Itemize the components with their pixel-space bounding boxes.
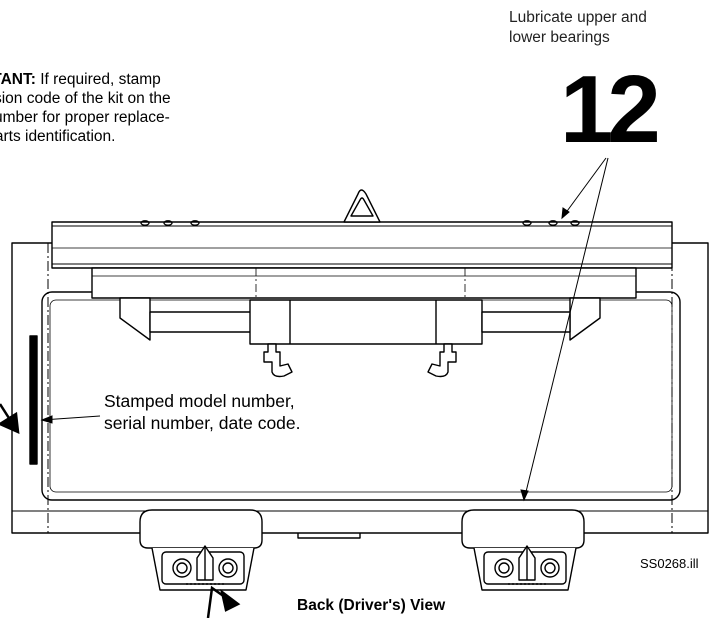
important-note: ORTANT: If required, stamp revision code … <box>0 70 269 146</box>
lift-handle <box>343 189 381 223</box>
latch-right <box>461 509 585 549</box>
left-bracket <box>119 297 151 341</box>
callout-number: 12 <box>560 56 661 163</box>
note-lead: ORTANT: <box>0 71 36 88</box>
top-bar <box>51 221 673 269</box>
lubricate-label: Lubricate upper and lower bearings <box>509 8 719 48</box>
lower-beam <box>91 267 637 299</box>
stamp-line-2: serial number, date code. <box>104 413 301 433</box>
drawing-ref: SS0268.ill <box>640 556 699 571</box>
note-line-3: al number for proper replace- <box>0 109 170 126</box>
lubricate-line-2: lower bearings <box>509 29 610 46</box>
note-line-2: revision code of the kit on the <box>0 90 171 107</box>
fitting-right <box>427 343 457 378</box>
stamp-bar <box>29 335 38 465</box>
stamp-label: Stamped model number,serial number, date… <box>104 390 434 434</box>
latch-left <box>139 509 263 549</box>
view-caption: Back (Driver's) View <box>297 597 446 614</box>
stamp-line-1: Stamped model number, <box>104 391 295 411</box>
cylinder-rod <box>149 311 255 333</box>
note-line-4: nt parts identification. <box>0 128 116 145</box>
lubricate-line-1: Lubricate upper and <box>509 9 647 26</box>
cylinder-body <box>249 299 483 345</box>
note-line-1: If required, stamp <box>40 71 161 88</box>
right-bracket <box>569 297 601 341</box>
fitting-left <box>263 343 293 378</box>
